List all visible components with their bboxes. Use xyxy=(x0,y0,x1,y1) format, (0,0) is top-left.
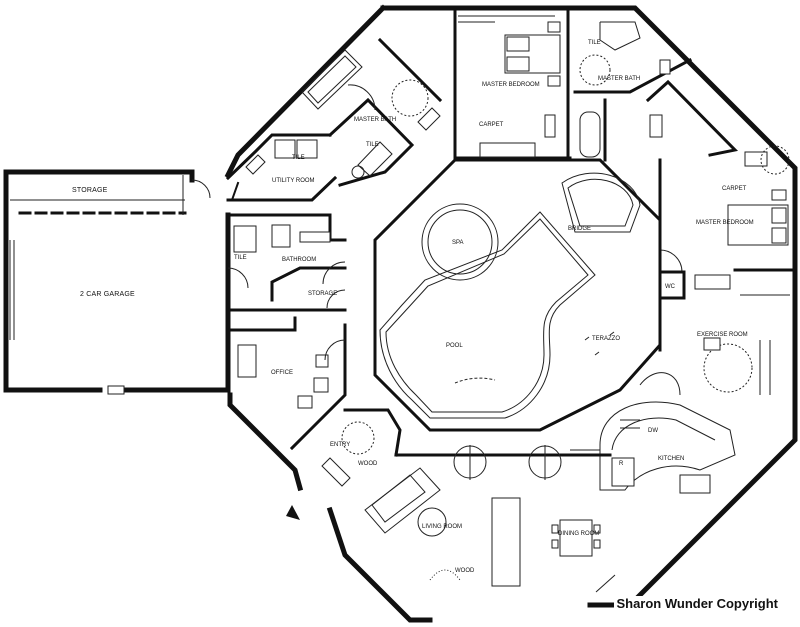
label-pool: POOL xyxy=(446,343,463,349)
label-wood-entry: WOOD xyxy=(358,461,378,467)
label-exercise-room: EXERCISE ROOM xyxy=(697,332,748,338)
label-master-bedroom-top: MASTER BEDROOM xyxy=(482,82,540,88)
label-bathroom: BATHROOM xyxy=(282,257,316,263)
label-tile-bath-left: TILE xyxy=(366,142,379,148)
label-tile-utility: TILE xyxy=(292,155,305,161)
label-tile-bath-right: TILE xyxy=(588,40,601,46)
label-master-bath-right: MASTER BATH xyxy=(598,76,640,82)
label-carpet-right: CARPET xyxy=(722,186,747,192)
label-kitchen: KITCHEN xyxy=(658,456,684,462)
master-bath-right xyxy=(573,21,739,162)
label-storage-garage: STORAGE xyxy=(72,187,108,194)
label-bridge: BRIDGE xyxy=(568,226,591,232)
label-master-bath-left: MASTER BATH xyxy=(354,117,396,123)
master-bath-left xyxy=(301,37,443,187)
label-wood-living: WOOD xyxy=(455,568,475,574)
utility-room xyxy=(225,133,338,202)
label-garage: 2 CAR GARAGE xyxy=(80,291,135,298)
label-carpet-top: CARPET xyxy=(479,122,504,128)
label-entry: ENTRY xyxy=(330,442,350,448)
master-bedroom-right xyxy=(658,145,797,296)
copyright-notice: Sharon Wunder Copyright xyxy=(614,596,780,611)
label-tile-bathroom: TILE xyxy=(234,255,247,261)
bathroom-storage xyxy=(226,213,347,312)
label-living-room: LIVING ROOM xyxy=(422,524,462,530)
office xyxy=(226,316,347,451)
label-dw: DW xyxy=(648,428,658,434)
garage xyxy=(3,169,231,395)
pool-court xyxy=(373,158,662,432)
living-dining xyxy=(364,445,616,593)
master-bedroom-top xyxy=(453,10,572,160)
label-refrigerator: R xyxy=(619,461,624,467)
label-master-bedroom-right: MASTER BEDROOM xyxy=(696,220,754,226)
wc-room xyxy=(658,270,731,300)
label-wc: WC xyxy=(665,284,676,290)
label-office: OFFICE xyxy=(271,370,293,376)
label-terazzo: TERAZZO xyxy=(592,336,620,342)
label-spa: SPA xyxy=(452,240,464,246)
entry xyxy=(286,408,402,520)
label-dining-room: DINING ROOM xyxy=(558,531,599,537)
room-labels: STORAGE 2 CAR GARAGE TILE UTILITY ROOM M… xyxy=(72,40,754,574)
label-storage-small: STORAGE xyxy=(308,291,337,297)
label-utility-room: UTILITY ROOM xyxy=(272,178,315,184)
kitchen xyxy=(570,372,736,494)
